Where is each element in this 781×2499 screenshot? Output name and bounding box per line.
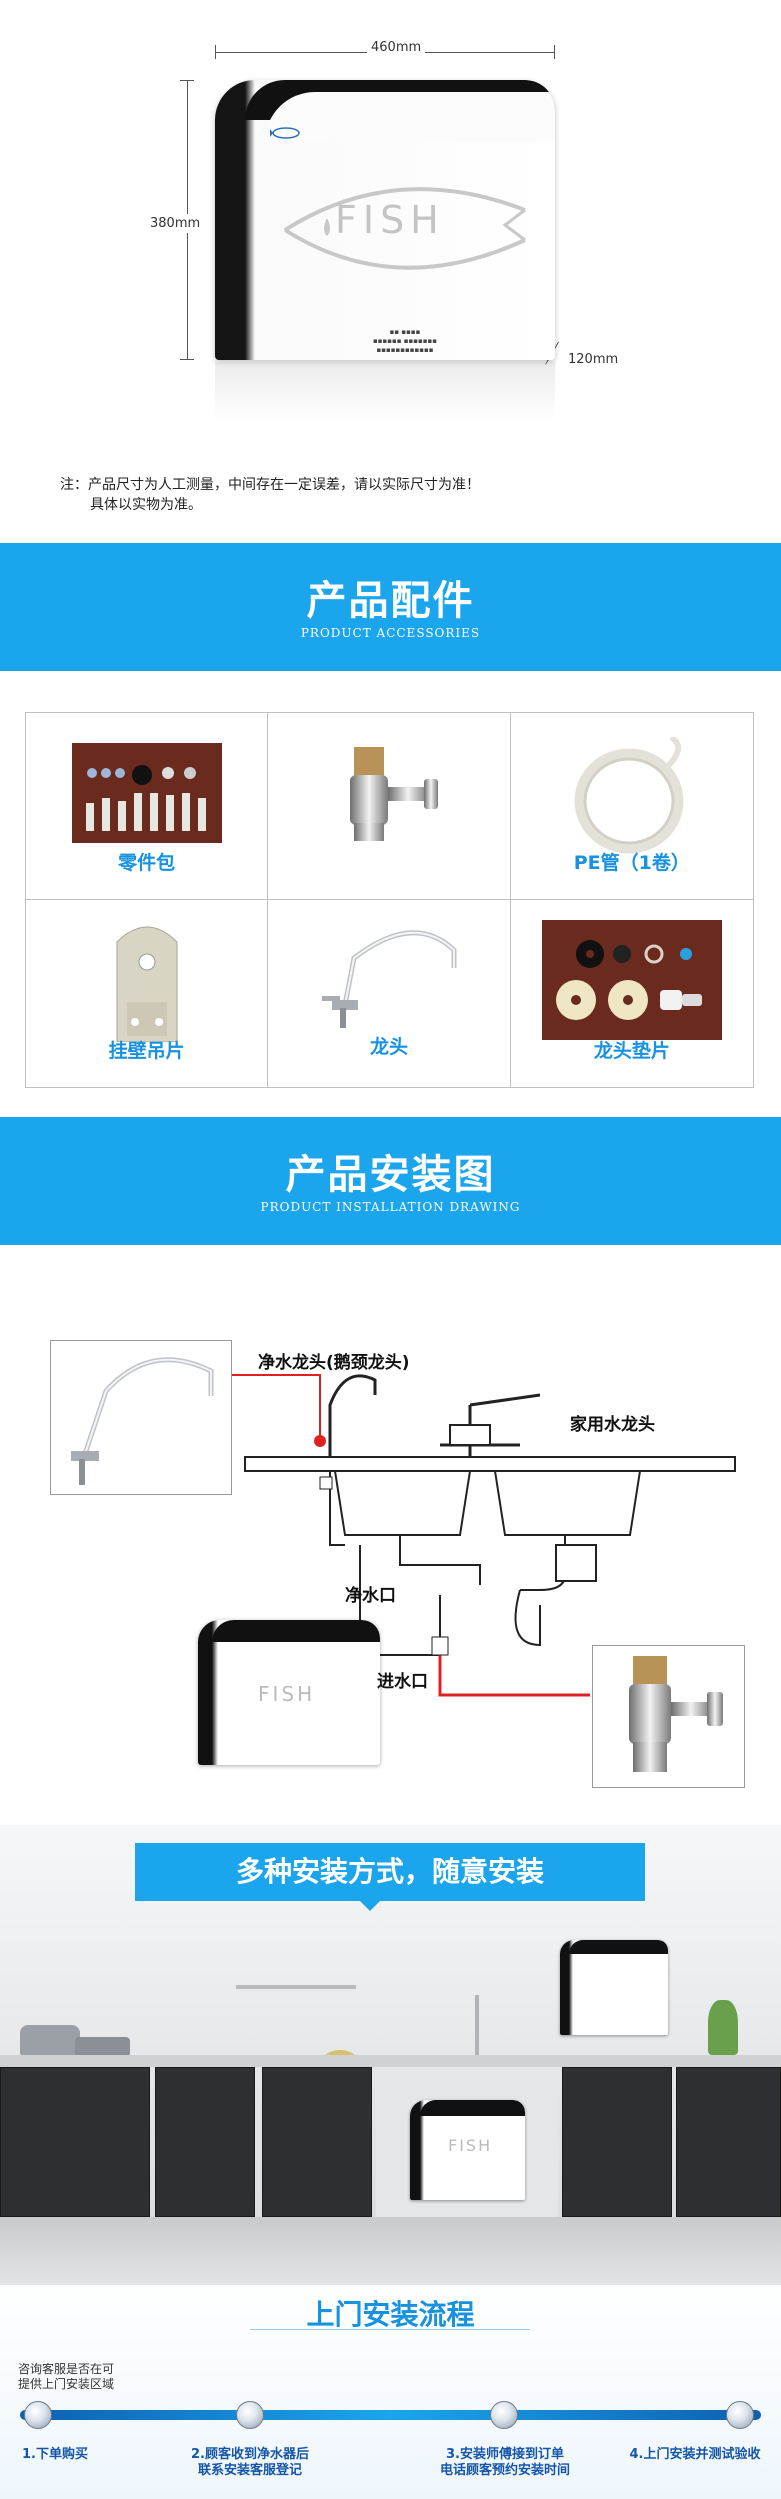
installation-process-section: 上门安装流程 咨询客服是否在可 提供上门安装区域 1.下单购买 2.顾客收到净水… [0,2285,781,2499]
process-step-4-line-1: 4.上门安装并测试验收 [629,2447,761,2462]
device-top-panel [245,80,555,142]
process-step-1: 1.下单购买 [5,2447,105,2463]
accessory-cell-wall-bracket: 挂壁吊片 [26,900,269,1087]
installation-header-band: 产品安装图 PRODUCT INSTALLATION DRAWING [0,1117,781,1245]
cooking-pot [75,2037,130,2057]
height-label: 380mm [150,214,201,233]
cabinet-2 [155,2067,255,2217]
note-line-2: 具体以实物为准。 [90,497,202,513]
process-node-3 [490,2401,518,2429]
inset-valve-connector [592,1645,745,1788]
process-note-line-1: 咨询客服是否在可 [18,2362,115,2376]
wall-mounted-purifier [560,1940,668,2035]
fish-logo-text: FISH [335,198,445,242]
process-step-2-line-1: 2.顾客收到净水器后 [191,2447,309,2462]
valve-connector-icon [349,747,438,841]
process-note: 咨询客服是否在可 提供上门安装区域 [18,2362,114,2392]
device-fish-text: FISH [258,1682,316,1706]
accessories-title: 产品配件 [306,578,475,624]
height-tick-top [180,80,194,81]
width-tick-left [215,45,216,59]
label-inlet: 进水口 [377,1672,428,1692]
valve-connector-icon [629,1656,723,1772]
accessories-grid: 零件包 PE管（1卷） 挂壁吊片 [25,712,754,1088]
kitchen-banner: 多种安装方式，随意安装 [135,1843,645,1901]
accessory-label-wall-bracket: 挂壁吊片 [108,1040,185,1062]
process-step-3-line-1: 3.安装师傅接到订单 [446,2447,564,2462]
process-step-2-line-2: 联系安装客服登记 [197,2463,302,2478]
depth-label: 120mm [568,352,619,367]
installation-title: 产品安装图 [285,1152,496,1198]
under-sink-purifier: FISH [410,2100,525,2200]
accessory-label-faucet: 龙头 [369,1036,408,1058]
process-node-2 [236,2401,264,2429]
accessory-cell-faucet-gasket: 龙头垫片 [511,900,753,1087]
banner-pointer [360,1901,380,1911]
fish-logo-watermark-icon [283,187,526,270]
accessory-cell-parts-kit: 零件包 [26,713,269,900]
process-title-underline [250,2329,530,2330]
process-node-1 [24,2401,52,2429]
dimension-section: 460mm 380mm 120mm FISH ▪▪ ▪▪▪▪▪▪▪▪▪▪ ▪▪▪… [0,0,781,540]
label-home-faucet: 家用水龙头 [570,1415,655,1435]
installation-subtitle: PRODUCT INSTALLATION DRAWING [260,1200,521,1214]
cabinet-3 [262,2067,372,2217]
faucet-icon [321,930,457,1028]
parts-kit-icon [71,743,222,843]
device-top-panel [212,1620,380,1642]
device-fish-text: FISH [448,2136,493,2155]
kitchen-floor [0,2217,781,2285]
measurement-note: 注：产品尺寸为人工测量，中间存在一定误差，请以实际尺寸为准！ 具体以实物为准。 [60,475,480,515]
accessory-cell-faucet: 龙头 [268,900,511,1087]
accessory-cell-valve-connector [268,713,511,900]
accessory-label-pe-tube: PE管（1卷） [573,852,690,874]
note-line-1: 注：产品尺寸为人工测量，中间存在一定误差，请以实际尺寸为准！ [60,477,480,493]
device-small-print: ▪▪ ▪▪▪▪▪▪▪▪▪▪ ▪▪▪▪▪▪▪▪▪▪▪▪▪▪▪▪▪▪▪ [373,328,437,354]
height-tick-bottom [180,359,194,360]
gooseneck-faucet-icon [71,1357,214,1485]
process-step-2: 2.顾客收到净水器后 联系安装客服登记 [170,2447,330,2479]
process-step-3-line-2: 电话顾客预约安装时间 [439,2463,570,2478]
device-top-panel [420,2100,525,2116]
label-outlet: 净水口 [345,1586,396,1606]
potted-plant [708,2000,738,2055]
sink-faucet [475,1995,479,2055]
process-node-4 [726,2401,754,2429]
process-step-3: 3.安装师傅接到订单 电话顾客预约安装时间 [415,2447,595,2479]
pe-tube-icon [574,737,684,854]
process-step-4: 4.上门安装并测试验收 [615,2447,775,2463]
process-title: 上门安装流程 [306,2298,475,2331]
cabinet-1 [0,2067,150,2217]
process-note-line-2: 提供上门安装区域 [18,2377,115,2391]
width-tick-right [554,45,555,59]
accessories-header-band: 产品配件 PRODUCT ACCESSORIES [0,543,781,671]
accessories-subtitle: PRODUCT ACCESSORIES [300,626,481,640]
label-pure-faucet: 净水龙头(鹅颈龙头) [258,1353,410,1373]
installation-line-drawing [230,1374,736,1697]
width-label: 460mm [367,40,426,55]
inset-gooseneck-faucet [50,1340,232,1495]
installation-diagram: FISH 净水龙头(鹅颈龙头) 家用水龙头 净水口 进水口 [0,1245,781,1825]
wall-shelf [236,1985,356,1989]
faucet-gasket-icon [541,920,722,1040]
accessory-label-parts-kit: 零件包 [118,852,176,874]
accessory-cell-pe-tube: PE管（1卷） [510,713,753,900]
device-top-panel [569,1940,668,1954]
cabinet-5 [676,2067,781,2217]
process-timeline-bar [20,2410,761,2420]
kitchen-countertop [0,2055,781,2067]
device-reflection [215,362,555,422]
process-step-1-line-1: 1.下单购买 [22,2447,88,2462]
water-purifier-product: FISH ▪▪ ▪▪▪▪▪▪▪▪▪▪ ▪▪▪▪▪▪▪▪▪▪▪▪▪▪▪▪▪▪▪ [215,80,555,360]
installed-purifier-device: FISH [198,1620,380,1765]
accessory-label-faucet-gasket: 龙头垫片 [593,1040,670,1062]
kettle [20,2025,80,2055]
wall-bracket-icon [116,926,178,1042]
cabinet-4 [562,2067,672,2217]
brand-mini-logo-icon [270,127,300,139]
kitchen-scene: 多种安装方式，随意安装 FISH [0,1825,781,2285]
